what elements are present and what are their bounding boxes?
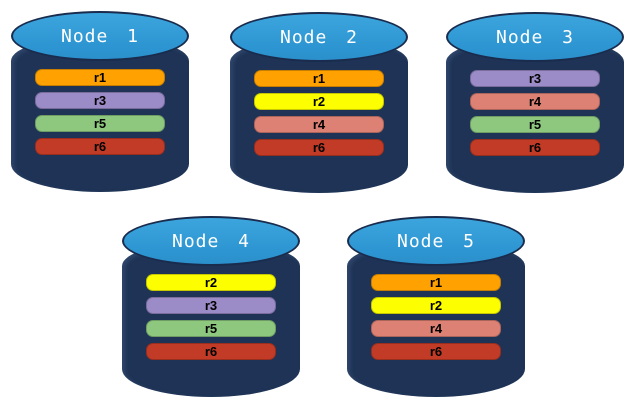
node-cylinder-5: Node 5 r1 r2 r4 r6 xyxy=(347,216,525,397)
partition-label: r6 xyxy=(429,344,443,359)
partition-label: r1 xyxy=(429,275,443,290)
node-title: Node 5 xyxy=(396,230,476,252)
partition-bar: r1 xyxy=(371,274,501,291)
partition-bar: r5 xyxy=(35,115,165,132)
partition-list: r2 r3 r5 r6 xyxy=(146,274,276,360)
partition-bar: r2 xyxy=(254,93,384,110)
partition-bar: r6 xyxy=(254,139,384,156)
cylinder-top-ellipse xyxy=(347,216,525,266)
partition-bar: r6 xyxy=(146,343,276,360)
partition-label: r5 xyxy=(204,321,218,336)
partition-label: r6 xyxy=(93,139,107,154)
partition-bar: r5 xyxy=(470,116,600,133)
node-cylinder-2: Node 2 r1 r2 r4 r6 xyxy=(230,12,408,193)
partition-bar: r1 xyxy=(254,70,384,87)
partition-label: r4 xyxy=(528,94,542,109)
partition-bar: r4 xyxy=(254,116,384,133)
partition-label: r2 xyxy=(312,94,326,109)
partition-bar: r4 xyxy=(371,320,501,337)
cylinder-body xyxy=(230,37,408,193)
partition-bar: r4 xyxy=(470,93,600,110)
partition-bar: r1 xyxy=(35,69,165,86)
partition-label: r5 xyxy=(528,117,542,132)
partition-label: r3 xyxy=(93,93,107,108)
partition-list: r3 r4 r5 r6 xyxy=(470,70,600,156)
partition-bar: r6 xyxy=(470,139,600,156)
node-title: Node 2 xyxy=(279,26,359,48)
partition-bar: r6 xyxy=(371,343,501,360)
partition-label: r2 xyxy=(204,275,218,290)
partition-label: r4 xyxy=(312,117,326,132)
partition-label: r6 xyxy=(204,344,218,359)
cylinder-top-ellipse xyxy=(11,11,189,61)
partition-list: r1 r3 r5 r6 xyxy=(35,69,165,155)
partition-label: r4 xyxy=(429,321,443,336)
node-cylinder-1: Node 1 r1 r3 r5 r6 xyxy=(11,11,189,192)
partition-bar: r2 xyxy=(371,297,501,314)
cylinder-top-ellipse xyxy=(230,12,408,62)
cylinder-body xyxy=(122,241,300,397)
node-cylinder-4: Node 4 r2 r3 r5 r6 xyxy=(122,216,300,397)
partition-label: r3 xyxy=(204,298,218,313)
partition-bar: r3 xyxy=(470,70,600,87)
partition-bar: r2 xyxy=(146,274,276,291)
node-cylinder-3: Node 3 r3 r4 r5 r6 xyxy=(446,12,624,193)
partition-label: r6 xyxy=(312,140,326,155)
cylinder-top-ellipse xyxy=(122,216,300,266)
partition-bar: r3 xyxy=(35,92,165,109)
cylinder-body xyxy=(446,37,624,193)
partition-label: r1 xyxy=(312,71,326,86)
cylinder-body xyxy=(11,36,189,192)
partition-label: r5 xyxy=(93,116,107,131)
partition-bar: r6 xyxy=(35,138,165,155)
cylinder-top-ellipse xyxy=(446,12,624,62)
cylinder-body xyxy=(347,241,525,397)
node-title: Node 3 xyxy=(495,26,575,48)
partition-list: r1 r2 r4 r6 xyxy=(371,274,501,360)
node-title: Node 4 xyxy=(171,230,251,252)
partition-label: r2 xyxy=(429,298,443,313)
partition-label: r1 xyxy=(93,70,107,85)
partition-list: r1 r2 r4 r6 xyxy=(254,70,384,156)
node-title: Node 1 xyxy=(60,25,140,47)
partition-bar: r3 xyxy=(146,297,276,314)
partition-bar: r5 xyxy=(146,320,276,337)
partition-label: r6 xyxy=(528,140,542,155)
partition-label: r3 xyxy=(528,71,542,86)
